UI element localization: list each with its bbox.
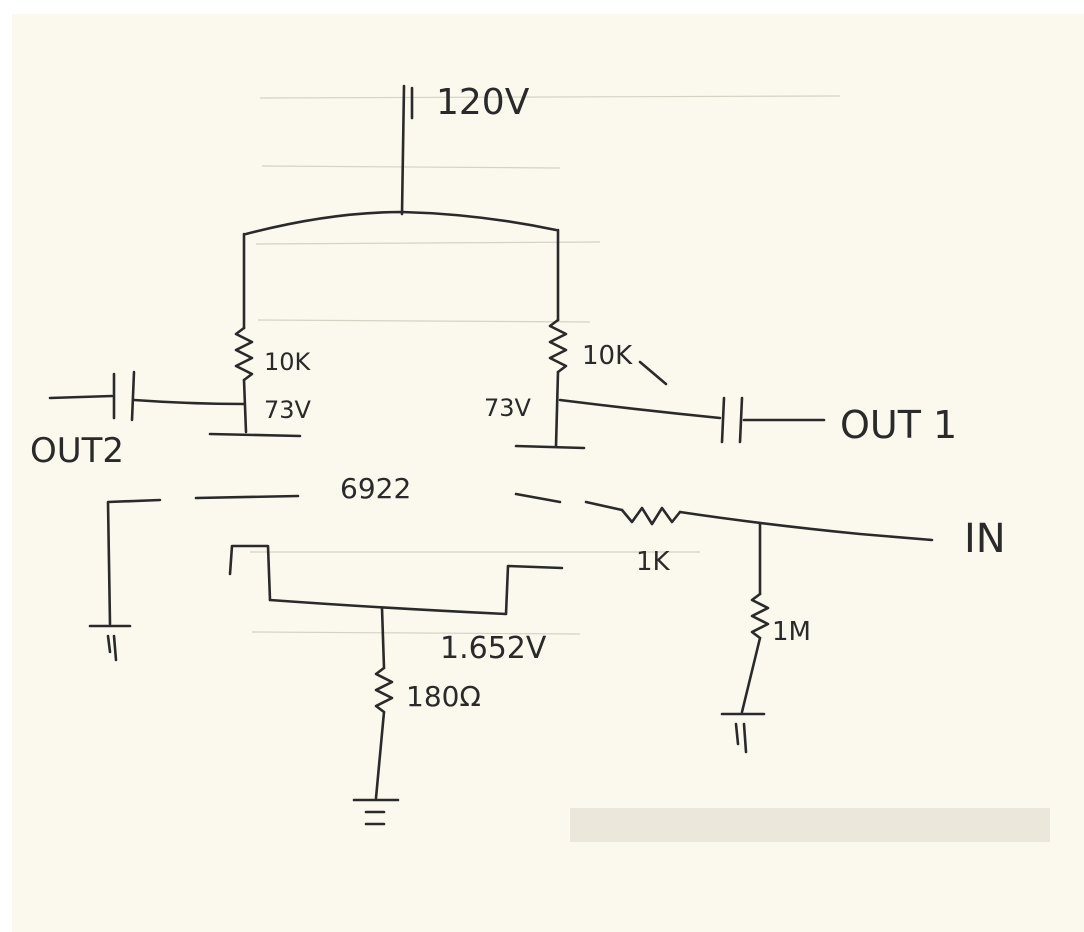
cathode-resistor	[374, 666, 394, 714]
right-plate-resistor-label: 10K	[582, 341, 633, 371]
grid-leak-wire-lower	[740, 636, 762, 714]
grid-leak-resistor	[750, 592, 770, 640]
right-plate-electrode	[514, 444, 586, 450]
page-edge-left	[0, 0, 12, 932]
out1-capacitor-plate-a	[720, 396, 726, 444]
grid-stopper-label: 1K	[636, 547, 671, 577]
right-grid-electrode	[514, 492, 562, 504]
left-cathode-electrode	[228, 544, 272, 602]
grid-stopper-lead	[584, 500, 624, 512]
out1-capacitor-plate-b	[738, 396, 744, 444]
tube-type-label: 6922	[340, 472, 411, 505]
left-plate-resistor-label: 10K	[264, 348, 312, 376]
left-plate-electrode	[208, 432, 302, 438]
right-plate-resistor	[548, 318, 568, 374]
cathode-resistor-wire-upper	[380, 606, 386, 670]
left-grid-ground-wire	[106, 498, 162, 626]
ground-symbol-grid-leak	[720, 712, 766, 754]
out1-plate-to-cap-wire	[558, 398, 722, 420]
left-plate-voltage-label: 73V	[264, 396, 312, 424]
right-plate-voltage-label: 73V	[484, 394, 532, 422]
ground-symbol-cathode	[352, 798, 400, 826]
out2-cap-to-plate-wire	[132, 398, 246, 406]
left-plate-wire-lower	[242, 378, 248, 434]
out1-label: OUT 1	[840, 403, 957, 447]
ground-symbol-left	[88, 624, 132, 662]
cathode-voltage-label: 1.652V	[440, 631, 547, 666]
grid-stopper-resistor	[620, 506, 682, 526]
right-cathode-electrode	[504, 564, 564, 616]
supply-voltage-label: 120V	[436, 82, 530, 123]
left-plate-resistor	[234, 326, 254, 382]
grid-leak-label: 1M	[772, 617, 811, 647]
input-wire	[678, 510, 934, 542]
cathode-resistor-label: 180Ω	[406, 680, 481, 713]
out2-label: OUT2	[30, 431, 124, 471]
left-grid-electrode	[194, 494, 300, 500]
cathode-rail-wire	[268, 598, 508, 616]
page-edge-top	[0, 0, 1084, 14]
input-label: IN	[964, 516, 1006, 562]
top-rail-wire	[244, 210, 558, 236]
out2-capacitor-plate-b	[130, 370, 136, 422]
supply-wire	[400, 84, 406, 216]
right-resistor-label-arrow	[638, 360, 668, 386]
right-plate-wire-lower	[554, 370, 560, 448]
out2-lead-wire	[48, 394, 114, 400]
show-through-marks	[250, 95, 1050, 842]
cathode-resistor-wire-lower	[374, 710, 386, 800]
